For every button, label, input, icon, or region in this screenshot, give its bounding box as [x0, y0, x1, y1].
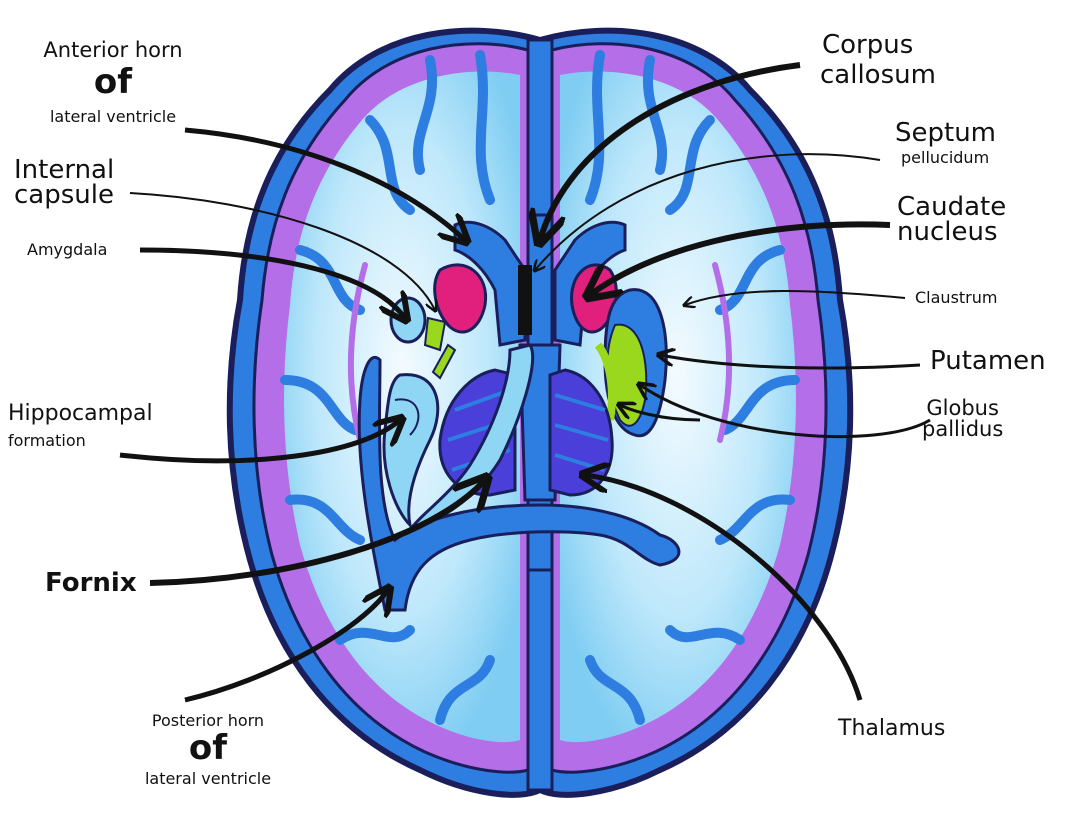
label-posterior-horn: Posterior horn of lateral ventricle: [128, 713, 288, 787]
leader-lines: [119, 62, 931, 703]
label-caudate-line1: Caudate: [897, 192, 1007, 222]
globus-pallidus-left: [423, 316, 447, 352]
leader-globus-pallidus: [640, 385, 931, 439]
label-anterior-horn-line2: of: [93, 62, 133, 102]
label-amygdala: Amygdala: [27, 240, 108, 259]
label-thalamus: Thalamus: [838, 716, 946, 741]
leader-septum: [535, 153, 881, 270]
globus-pallidus-stripe: [594, 342, 616, 421]
leader-corpus-callosum: [540, 62, 801, 240]
hippocampus-curl: [394, 398, 420, 436]
label-hippocampal-formation: Hippocampal formation: [8, 403, 153, 449]
label-septum-pellucidum: Septum pellucidum: [895, 120, 996, 166]
label-posterior-horn-line3: lateral ventricle: [144, 769, 272, 788]
label-posterior-horn-line2: of: [188, 728, 228, 768]
label-globus-pallidus: Globus pallidus: [922, 398, 1003, 440]
leader-thalamus: [585, 475, 863, 701]
label-anterior-horn-line3: lateral ventricle: [49, 107, 177, 126]
label-fornix: Fornix: [45, 568, 137, 598]
leader-internal-capsule: [129, 192, 435, 310]
label-caudate-line2: nucleus: [897, 216, 998, 247]
label-anterior-horn: Anterior horn of lateral ventricle: [28, 40, 198, 125]
septum-pellucidum: [518, 265, 532, 335]
label-corpus-callosum-line1: Corpus: [822, 30, 914, 60]
longitudinal-fissure-anterior: [526, 38, 554, 217]
leader-putamen: [660, 355, 921, 370]
leader-posterior-horn: [184, 590, 388, 703]
label-claustrum: Claustrum: [915, 288, 998, 307]
leader-amygdala: [139, 247, 405, 318]
leader-claustrum: [685, 289, 906, 305]
label-anterior-horn-line1: Anterior horn: [43, 38, 183, 62]
label-internal-capsule-line1: Internal: [14, 155, 115, 185]
leader-globus-pallidus-2: [620, 405, 701, 422]
longitudinal-fissure-posterior: [526, 568, 554, 792]
label-corpus-callosum-line2: callosum: [820, 60, 936, 90]
label-septum-line2: pellucidum: [901, 148, 990, 167]
label-hippocampal-line2: formation: [8, 431, 86, 450]
label-corpus-callosum: Corpus callosum: [820, 30, 936, 90]
label-internal-capsule-line2: capsule: [14, 179, 114, 210]
label-globus-line1: Globus: [926, 396, 999, 420]
leader-hippocampal: [119, 420, 400, 464]
label-posterior-horn-line1: Posterior horn: [151, 711, 265, 730]
leader-anterior-horn: [184, 127, 465, 240]
label-caudate-nucleus: Caudate nucleus: [897, 192, 1007, 247]
gyri-folds: [280, 50, 800, 725]
label-internal-capsule: Internal capsule: [14, 155, 115, 210]
globus-pallidus-left-2: [431, 343, 457, 380]
label-septum-line1: Septum: [895, 118, 997, 148]
leader-caudate: [590, 221, 891, 295]
label-putamen: Putamen: [930, 346, 1046, 376]
leader-fornix: [149, 480, 485, 586]
label-hippocampal-line1: Hippocampal: [8, 401, 153, 426]
label-globus-line2: pallidus: [922, 417, 1004, 441]
